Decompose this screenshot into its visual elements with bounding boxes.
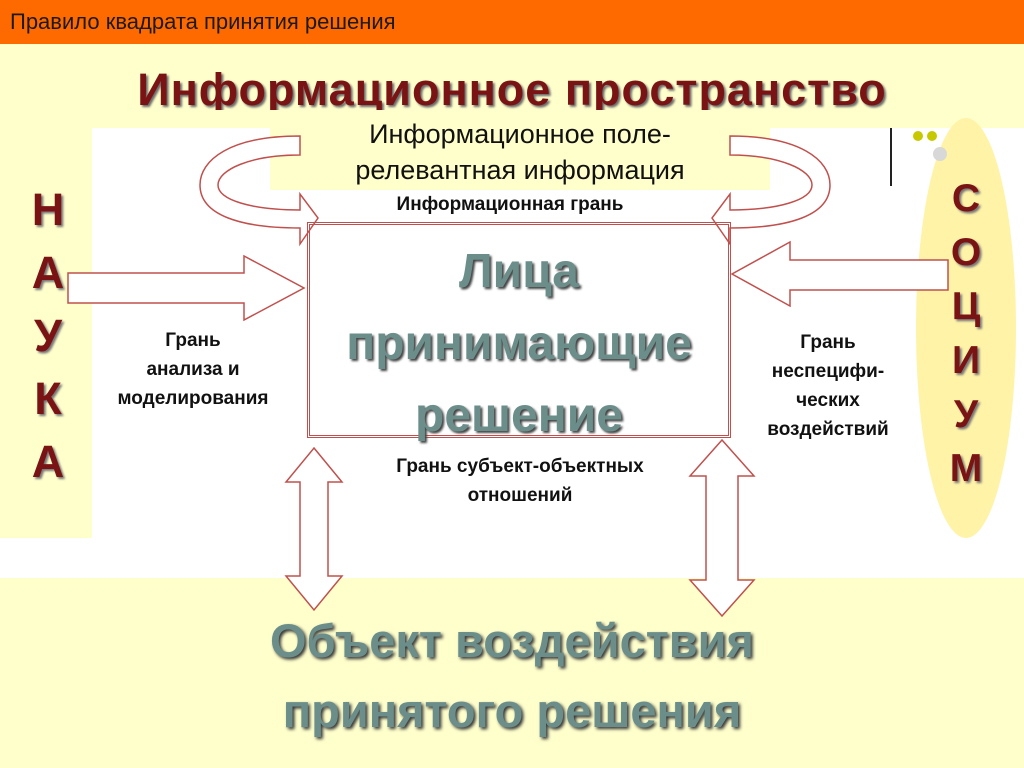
nonspecific-line: Грань: [800, 332, 856, 353]
science-letter: А: [31, 436, 65, 487]
object-line: принятого решения: [282, 684, 742, 737]
field-line: релевантная информация: [355, 155, 685, 185]
science-letter: У: [34, 310, 62, 361]
subject-object-edge-label: Грань субъект-объектных отношений: [340, 452, 700, 510]
science-vertical-label: Н А У К А: [10, 178, 86, 493]
science-letter: А: [31, 247, 65, 298]
nonspecific-line: неспецифи-: [771, 361, 885, 382]
main-heading: Информационное пространство: [137, 64, 887, 110]
society-letter: У: [953, 393, 979, 436]
information-field-box: [270, 126, 770, 190]
object-line: Объект воздействия: [270, 614, 754, 667]
analysis-edge-label: Грань анализа и моделирования: [88, 326, 298, 413]
center-line: решение: [415, 389, 623, 442]
double-arrow-right: [688, 438, 756, 618]
dots-icon: [913, 131, 947, 161]
center-line: принимающие: [346, 317, 692, 370]
nonspecific-edge-label: Грань неспецифи- ческих воздействий: [740, 328, 916, 444]
curved-arrow-left: [199, 135, 319, 247]
arrow-left-to-center: [67, 254, 306, 322]
bottom-band: [0, 578, 1024, 768]
nonspecific-line: ческих: [796, 390, 860, 411]
nonspecific-line: воздействий: [767, 419, 889, 440]
society-vertical-label: С О Ц И У М: [928, 172, 1004, 496]
analysis-line: анализа и: [146, 359, 240, 380]
left-strip: [0, 128, 92, 538]
subject-line: Грань субъект-объектных: [396, 456, 644, 477]
top-bar: [0, 0, 1024, 44]
decision-makers-box: [307, 222, 731, 438]
center-line: Лица: [459, 245, 579, 298]
decision-makers-text: Лица принимающие решение: [307, 236, 731, 452]
science-letter: Н: [31, 184, 65, 235]
slide-title: Правило квадрата принятия решения: [10, 9, 396, 34]
arrow-right-to-center: [730, 240, 949, 308]
analysis-line: Грань: [165, 330, 221, 351]
field-line: Информационное поле-: [369, 119, 671, 149]
double-arrow-left: [284, 446, 344, 612]
information-edge-label: Информационная грань: [396, 194, 624, 215]
society-letter: О: [950, 231, 982, 274]
society-letter: Ц: [951, 285, 981, 328]
information-field-text: Информационное поле- релевантная информа…: [270, 116, 770, 188]
top-band: [0, 44, 1024, 128]
society-letter: М: [949, 447, 983, 490]
society-letter: С: [951, 177, 981, 220]
subject-line: отношений: [467, 485, 573, 506]
decorative-vertical-line: [890, 128, 892, 186]
analysis-line: моделирования: [117, 388, 269, 409]
object-of-decision-text: Объект воздействия принятого решения: [0, 606, 1024, 746]
society-letter: И: [951, 339, 981, 382]
science-letter: К: [34, 373, 62, 424]
right-ellipse: [916, 118, 1016, 538]
